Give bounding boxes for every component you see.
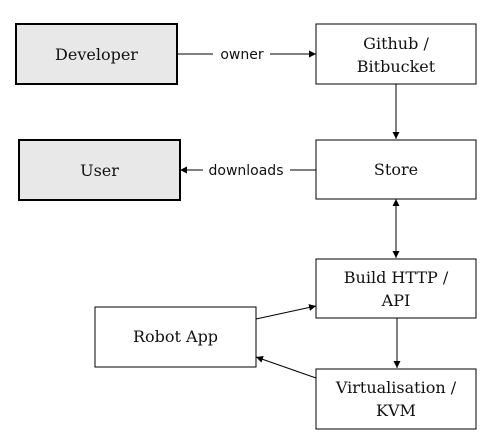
- build-http-label-line-2: API: [381, 291, 411, 310]
- edge-label-downloads: downloads: [209, 163, 284, 179]
- node-robot-app: Robot App: [94, 306, 257, 368]
- node-store: Store: [315, 139, 477, 200]
- edge-label-owner: owner: [220, 47, 264, 63]
- edge-robot-build: [255, 304, 317, 320]
- github-label-line-2: Bitbucket: [357, 57, 436, 76]
- developer-box: [15, 23, 178, 85]
- virtualisation-label-line-1: Virtualisation /: [335, 378, 457, 397]
- node-build-http-api: Build HTTP / API: [315, 258, 477, 319]
- node-user: User: [18, 139, 181, 201]
- github-box: [315, 23, 477, 85]
- virtualisation-box: [315, 368, 477, 430]
- edge-virtualisation-robot: [255, 356, 317, 379]
- robot-app-label: Robot App: [133, 327, 218, 346]
- node-virtualisation-kvm: Virtualisation / KVM: [315, 368, 477, 430]
- build-http-box: [315, 258, 477, 319]
- user-box: [18, 139, 181, 201]
- edges: [177, 50, 401, 379]
- node-github-bitbucket: Github / Bitbucket: [315, 23, 477, 85]
- store-box: [315, 139, 477, 200]
- robot-app-box: [94, 306, 257, 368]
- user-label: User: [80, 161, 119, 180]
- build-http-label-line-1: Build HTTP /: [344, 268, 449, 287]
- virtualisation-label-line-2: KVM: [376, 401, 416, 420]
- developer-label: Developer: [55, 45, 138, 64]
- node-developer: Developer: [15, 23, 178, 85]
- github-label-line-1: Github /: [363, 34, 429, 53]
- store-label: Store: [374, 160, 418, 179]
